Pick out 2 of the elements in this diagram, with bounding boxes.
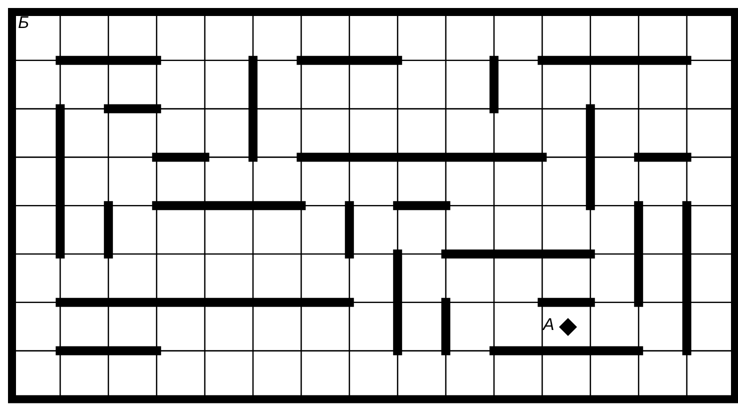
point-label: Б xyxy=(18,14,30,32)
point-label: А xyxy=(543,316,554,334)
